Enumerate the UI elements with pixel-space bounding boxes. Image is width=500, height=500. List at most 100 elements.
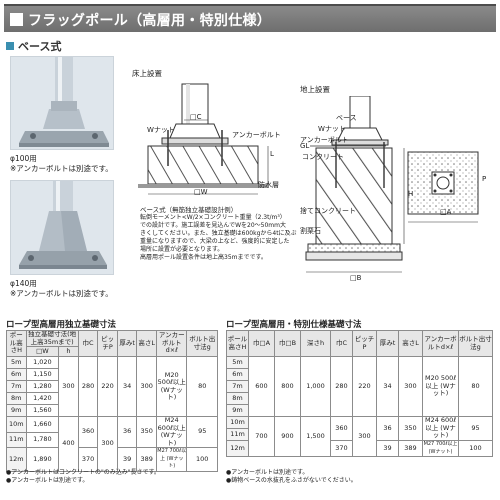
th-left-anchor: アンカーボルトd×ℓ xyxy=(155,330,188,357)
th-left-pole-height: ポール高さH xyxy=(6,330,27,357)
page-title: フラッグポール（高層用・特別仕様） xyxy=(28,13,272,29)
cell-g: 80 xyxy=(186,356,218,417)
section-heading: ベース式 xyxy=(6,38,61,54)
cell-c: 280 xyxy=(330,356,353,417)
cell-l: 300 xyxy=(136,356,157,417)
cell-height: 9m xyxy=(6,404,27,417)
cell-p: 220 xyxy=(352,356,377,417)
th-left-c: 巾C xyxy=(77,330,99,357)
cell-t: 34 xyxy=(376,356,399,417)
th-right-l: 高さL xyxy=(398,330,423,357)
footnote-right-0: ●アンカーボルトは別途です。 xyxy=(226,469,309,476)
floor-anchor-label: アンカーボルト xyxy=(232,131,281,139)
cell-height: 5m xyxy=(6,356,27,369)
pole-base-140-image xyxy=(11,181,113,274)
cell-c: 370 xyxy=(77,447,99,472)
cell-a: 600 xyxy=(248,356,275,417)
ground-gl-label: GL xyxy=(300,142,310,150)
floor-install-diagram xyxy=(138,83,269,195)
th-right-b: 巾□B xyxy=(274,330,301,357)
design-note-6: 高層用ポール設置条件は地上高35mまでです。 xyxy=(140,254,267,261)
cell-c: 280 xyxy=(77,356,99,417)
cell-w: 1,420 xyxy=(25,392,60,405)
design-note-3: きくしてください。また、独立基礎は600kgから4tに及ぶ xyxy=(140,230,297,237)
title-square-icon xyxy=(10,13,23,26)
cell-anchor: M24 600ℓ以上 (Wナット) xyxy=(155,416,188,448)
cell-t: 36 xyxy=(116,416,138,448)
table-left: ポール高さH 独立基礎寸法(地上高35mまで) 巾C ピッチP 厚みt 高さL … xyxy=(6,330,218,472)
cell-t: 36 xyxy=(376,416,399,441)
table-row: 12m 1,890 370 39 389 M27 700ℓ以上 (Wナット) 1… xyxy=(6,447,218,472)
ground-install-diagram xyxy=(305,96,479,273)
cell-p: 220 xyxy=(97,356,118,417)
table-row: 10m 1,660 400 360 300 36 350 M24 600ℓ以上 … xyxy=(6,416,218,472)
table-right-title: ロープ型高層用・特別仕様基礎寸法 xyxy=(226,320,362,330)
cell-height: 7m xyxy=(6,380,27,393)
th-right-p: ピッチP xyxy=(352,330,377,357)
design-note-2: での設計です。施工誤差を見込んでWを20～50mm大 xyxy=(140,222,286,229)
footnotes-right: ●アンカーボルトは別途です。 ●鋳物ベースの水抜孔をふさがないでください。 xyxy=(226,469,357,484)
table-row: 12m 370 39 389 M27 700ℓ以上 (Wナット) 100 xyxy=(226,440,493,457)
title-bar: フラッグポール（高層用・特別仕様） xyxy=(4,4,496,32)
photo-base-100 xyxy=(10,56,114,150)
cell-anchor: M20 500ℓ以上 (Wナット) xyxy=(422,356,459,417)
footnotes-left: ●アンカーボルトはコンクリートの"のみ込み"長さです。 ●アンカーボルトは別途で… xyxy=(6,469,160,484)
pole-base-100-image xyxy=(11,57,113,149)
table-row: 6m xyxy=(226,368,493,381)
ground-install-title: 地上設置 xyxy=(300,85,330,94)
cell-w: 1,150 xyxy=(25,368,60,381)
th-right-g: ボルト出寸法g xyxy=(458,330,493,357)
cell-height: 11m xyxy=(226,428,249,441)
photo2-note: ※アンカーボルトは別途です。 xyxy=(10,289,113,298)
cell-l: 389 xyxy=(136,447,157,472)
photo1-note: ※アンカーボルトは別途です。 xyxy=(10,164,113,173)
design-notes: ベース式（無筋独立基礎設計例） 転倒モーメント<W/2×コンクリート重量（2.3… xyxy=(140,206,297,262)
ground-b-label: □B xyxy=(350,274,362,282)
footnote-left-0: ●アンカーボルトはコンクリートの"のみ込み"長さです。 xyxy=(6,469,160,476)
cell-height: 6m xyxy=(226,368,249,381)
cell-c: 360 xyxy=(330,416,353,441)
footnote-right-1: ●鋳物ベースの水抜孔をふさがないでください。 xyxy=(226,476,357,484)
table-row: 5m 600 800 1,000 280 220 34 300 M20 500ℓ… xyxy=(226,356,493,417)
cell-h: 300 xyxy=(58,356,79,417)
cell-g: 100 xyxy=(458,440,493,457)
cell-h: 400 xyxy=(58,416,79,472)
cell-b: 800 xyxy=(274,356,301,417)
cell-height: 11m xyxy=(6,431,27,448)
photo2-caption: φ140用 ※アンカーボルトは別途です。 xyxy=(10,279,113,299)
ground-a-label: □A xyxy=(440,208,452,216)
cell-h: 1,000 xyxy=(300,356,331,417)
design-note-1: 転倒モーメント<W/2×コンクリート重量（2.3t/m³） xyxy=(140,214,286,221)
design-note-4: 重量になりますので、大梁の上など、強度的に安定した xyxy=(140,238,290,245)
ground-concrete-label: コンクリート xyxy=(302,153,344,161)
cell-b: 900 xyxy=(274,416,301,457)
th-left-h: h xyxy=(58,346,79,357)
th-right-h: 深さh xyxy=(300,330,331,357)
cell-height: 10m xyxy=(226,416,249,429)
section-label: ベース式 xyxy=(18,40,62,53)
ground-h-label: H xyxy=(408,190,414,198)
floor-waterproof-label: 防水層 xyxy=(258,181,279,189)
table-row: 10m 700 900 1,500 360 300 36 350 M24 600… xyxy=(226,416,493,457)
th-right-anchor: アンカーボルトd×ℓ xyxy=(422,330,459,357)
th-right-pole-height: ポール高さH xyxy=(226,330,249,357)
ground-base-label: ベース xyxy=(336,114,357,122)
section-square-icon xyxy=(6,42,14,50)
floor-w-label: □W xyxy=(194,188,208,196)
cell-l: 300 xyxy=(398,356,423,417)
table-right: ポール高さH 巾□A 巾□B 深さh 巾C ピッチP 厚みt 高さL アンカーボ… xyxy=(226,330,493,457)
cell-height: 8m xyxy=(226,392,249,405)
cell-t: 34 xyxy=(116,356,138,417)
cell-w: 1,280 xyxy=(25,380,60,393)
cell-height: 12m xyxy=(6,447,27,472)
ground-rubble-label: 割栗石 xyxy=(300,227,321,235)
cell-a: 700 xyxy=(248,416,275,457)
cell-g: 100 xyxy=(186,447,218,472)
cell-w: 1,660 xyxy=(25,416,60,433)
cell-anchor: M27 700ℓ以上 (Wナット) xyxy=(155,447,188,472)
floor-wnut-label: Wナット xyxy=(147,126,175,134)
th-right-a: 巾□A xyxy=(248,330,275,357)
